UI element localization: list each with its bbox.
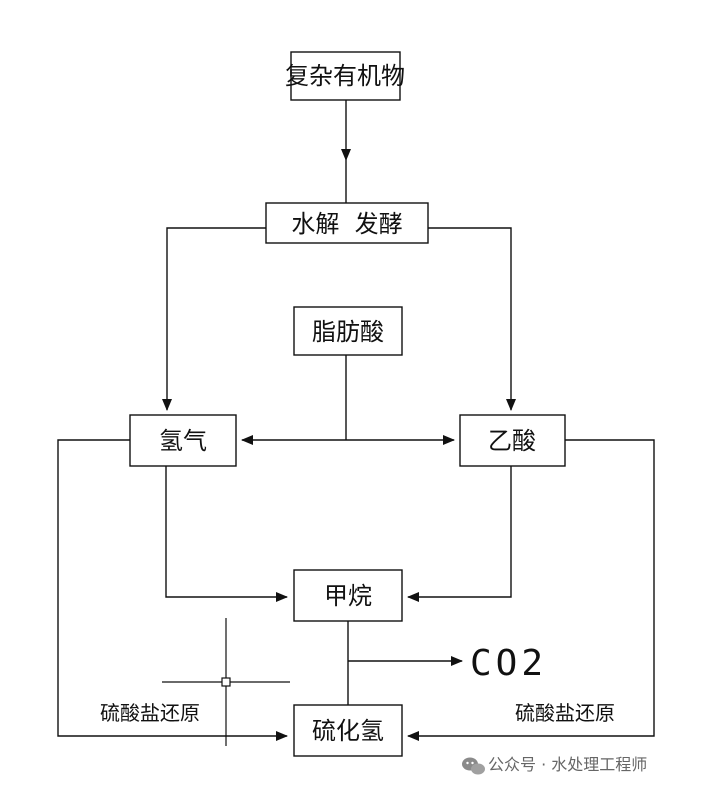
node-methane-label: 甲烷 bbox=[324, 582, 372, 610]
node-fatty-acid-label: 脂肪酸 bbox=[312, 318, 384, 346]
node-hydrogen-label: 氢气 bbox=[159, 427, 207, 455]
node-fatty-acid: 脂肪酸 bbox=[293, 306, 403, 356]
edge-hydrolysis-to-hydrogen bbox=[162, 227, 266, 411]
right-sulfate-reduction-label: 硫酸盐还原 bbox=[515, 701, 615, 725]
node-complex-organics: 复杂有机物 bbox=[285, 51, 405, 101]
edge-hydrogen-to-methane bbox=[165, 466, 288, 602]
watermark-text: 公众号 · 水处理工程师 bbox=[488, 755, 647, 774]
left-sulfate-reduction-label: 硫酸盐还原 bbox=[100, 701, 200, 725]
node-methane: 甲烷 bbox=[293, 569, 403, 622]
wechat-icon bbox=[462, 757, 485, 775]
node-complex-organics-label: 复杂有机物 bbox=[285, 62, 405, 90]
node-co2-label: CO2 bbox=[470, 643, 547, 684]
node-hydrolysis-fermentation-label: 水解 发酵 bbox=[291, 210, 402, 238]
node-hydrolysis-fermentation: 水解 发酵 bbox=[265, 202, 429, 244]
watermark: 公众号 · 水处理工程师 bbox=[462, 755, 647, 775]
node-hydrogen: 氢气 bbox=[129, 414, 237, 467]
edge-hydrolysis-to-acetic bbox=[428, 227, 516, 411]
node-acetic-acid: 乙酸 bbox=[459, 414, 566, 467]
cad-crosshair-icon bbox=[162, 618, 290, 746]
node-acetic-acid-label: 乙酸 bbox=[488, 427, 536, 455]
edge-acetic-to-h2s bbox=[407, 439, 655, 741]
edge-acetic-to-methane bbox=[407, 466, 512, 602]
node-hydrogen-sulfide-label: 硫化氢 bbox=[312, 717, 384, 745]
node-hydrogen-sulfide: 硫化氢 bbox=[293, 704, 403, 757]
edge-hydrogen-to-h2s bbox=[57, 439, 288, 741]
